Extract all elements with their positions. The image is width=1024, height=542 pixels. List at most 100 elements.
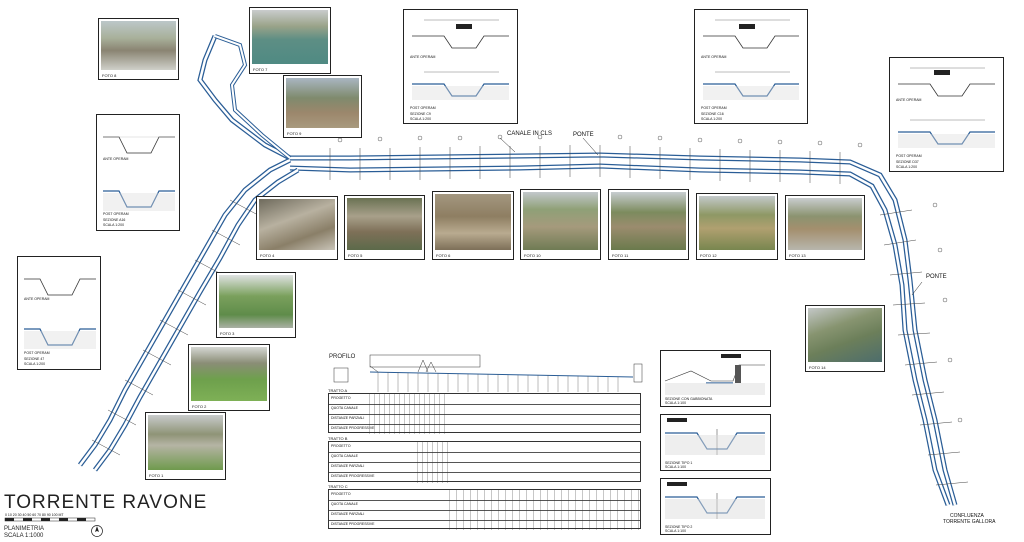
- planimetria-label: PLANIMETRIA: [4, 526, 45, 532]
- row-label: DISTANZE PROGRESSIVE: [331, 474, 375, 478]
- photo-caption: FOTO 3: [220, 331, 235, 336]
- tratto-c-table: PROGETTO QUOTA CANALE DISTANZE PARZIALI …: [328, 489, 641, 530]
- section-scale: SCALA 1:200: [103, 223, 125, 227]
- section-scale: SCALA 1:200: [410, 117, 432, 121]
- ponte-callout-top: PONTE: [573, 132, 594, 138]
- photo-caption: FOTO 4: [260, 253, 275, 258]
- tratto-a-label: TRATTO A: [328, 388, 348, 393]
- profile-label: PROFILO: [329, 354, 356, 360]
- confluenza-label: CONFLUENZA: [950, 513, 984, 519]
- section-box-c16[interactable]: ANTE OPERAM POST OPERAM SEZIONE C16 SCAL…: [694, 9, 808, 124]
- typical-label: SEZIONE TIPO 1: [665, 461, 693, 465]
- canale-callout: CANALE IN CLS: [507, 131, 553, 137]
- photo-12[interactable]: FOTO 12: [696, 193, 778, 260]
- photo-caption: FOTO 10: [524, 253, 541, 258]
- section-box-a16[interactable]: ANTE OPERAM POST OPERAM SEZIONE A16 SCAL…: [96, 114, 180, 231]
- section-name: SEZIONE 47: [24, 357, 45, 361]
- post-label: POST OPERAM: [103, 212, 129, 216]
- photo-caption: FOTO 6: [436, 253, 451, 258]
- scale-bar: [4, 517, 96, 522]
- scala-label: SCALA 1:1000: [4, 533, 44, 539]
- section-box-d37[interactable]: ANTE OPERAM POST OPERAM SEZIONE D37 SCAL…: [889, 57, 1004, 172]
- ante-label: ANTE OPERAM: [896, 98, 922, 102]
- photo-2[interactable]: FOTO 2: [188, 344, 270, 411]
- post-label: POST OPERAM: [896, 154, 922, 158]
- row-label: DISTANZE PARZIALI: [331, 416, 365, 420]
- section-name: SEZIONE C16: [701, 112, 724, 116]
- ante-label: ANTE OPERAM: [103, 157, 129, 161]
- row-label: PROGETTO: [331, 396, 351, 400]
- section-drawing: [24, 278, 96, 349]
- section-name: SEZIONE D37: [896, 160, 919, 164]
- section-name: SEZIONE A16: [103, 218, 126, 222]
- row-label: QUOTA CANALE: [331, 502, 358, 506]
- photo-11[interactable]: FOTO 11: [608, 189, 689, 260]
- section-drawing: [665, 418, 765, 455]
- profile-chart: [333, 354, 643, 392]
- photo-4[interactable]: FOTO 4: [256, 196, 338, 260]
- photo-9[interactable]: FOTO 9: [283, 75, 362, 138]
- photo-caption: FOTO 14: [809, 365, 826, 370]
- post-label: POST OPERAM: [410, 106, 436, 110]
- ante-label: ANTE OPERAM: [701, 55, 727, 59]
- row-label: DISTANZE PROGRESSIVE: [331, 426, 375, 430]
- drawing-title: TORRENTE RAVONE: [4, 492, 208, 513]
- section-drawing: [664, 354, 765, 395]
- photo-caption: FOTO 7: [253, 67, 268, 72]
- post-label: POST OPERAM: [701, 106, 727, 110]
- section-box-c9[interactable]: ANTE OPERAM POST OPERAM SEZIONE C9 SCALA…: [403, 9, 518, 124]
- typical-scale: SCALA 1:100: [665, 529, 687, 533]
- typical-section-tipo-1[interactable]: SEZIONE TIPO 1 SCALA 1:100: [660, 414, 771, 471]
- ante-label: ANTE OPERAM: [24, 297, 50, 301]
- photo-8[interactable]: FOTO 8: [98, 18, 179, 80]
- photo-caption: FOTO 13: [789, 253, 806, 258]
- north-arrow-icon: [91, 525, 103, 537]
- ponte-callout-right: PONTE: [926, 274, 947, 280]
- photo-caption: FOTO 1: [149, 473, 164, 478]
- photo-7[interactable]: FOTO 7: [249, 7, 331, 74]
- photo-5[interactable]: FOTO 5: [344, 195, 425, 260]
- row-label: DISTANZE PROGRESSIVE: [331, 522, 375, 526]
- typical-scale: SCALA 1:100: [665, 401, 687, 405]
- section-drawing: [103, 136, 175, 211]
- typical-label: SEZIONE CON GABBIONATA: [665, 397, 713, 401]
- photo-caption: FOTO 5: [348, 253, 363, 258]
- section-box-47[interactable]: ANTE OPERAM POST OPERAM SEZIONE 47 SCALA…: [17, 256, 101, 370]
- row-label: QUOTA CANALE: [331, 454, 358, 458]
- section-name: SEZIONE C9: [410, 112, 431, 116]
- torrente-gallora-label: TORRENTE GALLORA: [943, 519, 996, 525]
- section-scale: SCALA 1:200: [701, 117, 723, 121]
- row-label: DISTANZE PARZIALI: [331, 464, 365, 468]
- station-markers: [337, 134, 963, 423]
- typical-label: SEZIONE TIPO 2: [665, 525, 693, 529]
- photo-13[interactable]: FOTO 13: [785, 195, 865, 260]
- tratto-a-table: PROGETTO QUOTA CANALE DISTANZE PARZIALI …: [328, 393, 641, 434]
- tratto-b-label: TRATTO B: [328, 436, 348, 441]
- typical-scale: SCALA 1:100: [665, 465, 687, 469]
- photo-caption: FOTO 8: [102, 73, 117, 78]
- row-label: PROGETTO: [331, 492, 351, 496]
- section-scale: SCALA 1:200: [24, 362, 46, 366]
- typical-section-tipo-2[interactable]: SEZIONE TIPO 2 SCALA 1:100: [660, 478, 771, 535]
- scale-bar-ticks: 0 10 20 30 40 50 60 70 80 90 100 MT: [5, 513, 64, 517]
- photo-1[interactable]: FOTO 1: [145, 412, 226, 480]
- typical-section-gabbionata[interactable]: SEZIONE CON GABBIONATA SCALA 1:100: [660, 350, 771, 407]
- photo-14[interactable]: FOTO 14: [805, 305, 885, 372]
- photo-caption: FOTO 2: [192, 404, 207, 409]
- section-drawing: [898, 67, 995, 148]
- photo-caption: FOTO 12: [700, 253, 717, 258]
- section-drawing: [703, 19, 799, 100]
- ante-label: ANTE OPERAM: [410, 55, 436, 59]
- section-ticks: [91, 145, 969, 486]
- photo-6[interactable]: FOTO 6: [432, 191, 514, 260]
- section-drawing: [412, 19, 509, 100]
- tratto-b-table: PROGETTO QUOTA CANALE DISTANZE PARZIALI …: [328, 441, 641, 483]
- photo-caption: FOTO 11: [612, 253, 629, 258]
- row-label: QUOTA CANALE: [331, 406, 358, 410]
- section-scale: SCALA 1:200: [896, 165, 918, 169]
- photo-10[interactable]: FOTO 10: [520, 189, 601, 260]
- row-label: DISTANZE PARZIALI: [331, 512, 365, 516]
- post-label: POST OPERAM: [24, 351, 50, 355]
- photo-3[interactable]: FOTO 3: [216, 272, 296, 338]
- photo-caption: FOTO 9: [287, 131, 302, 136]
